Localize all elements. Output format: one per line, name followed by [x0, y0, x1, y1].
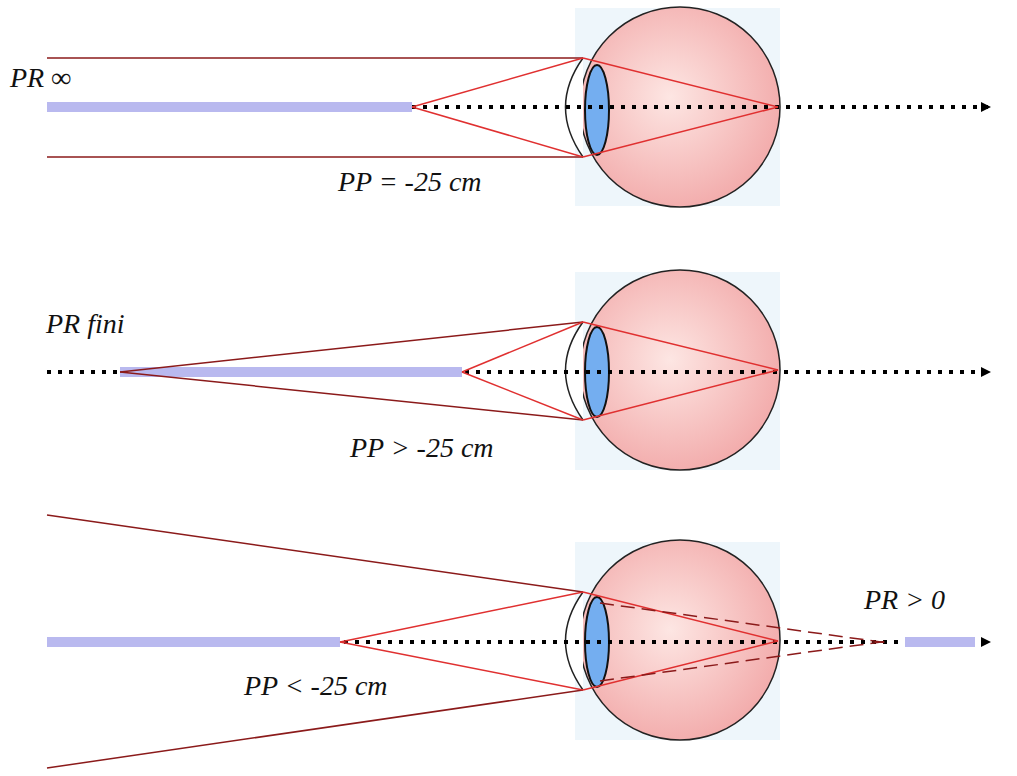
hyperopic-eye: [47, 515, 990, 768]
normal-eye: [47, 7, 990, 207]
far-point-label: PR fini: [44, 308, 127, 340]
myopic-eye: [47, 270, 990, 470]
near-point-label: PP < -25 cm: [242, 670, 390, 702]
far-point-label: PR > 0: [862, 584, 947, 616]
far-point-label: PR ∞: [8, 62, 73, 94]
near-point-label: PP = -25 cm: [336, 166, 484, 198]
near-point-label: PP > -25 cm: [348, 432, 496, 464]
